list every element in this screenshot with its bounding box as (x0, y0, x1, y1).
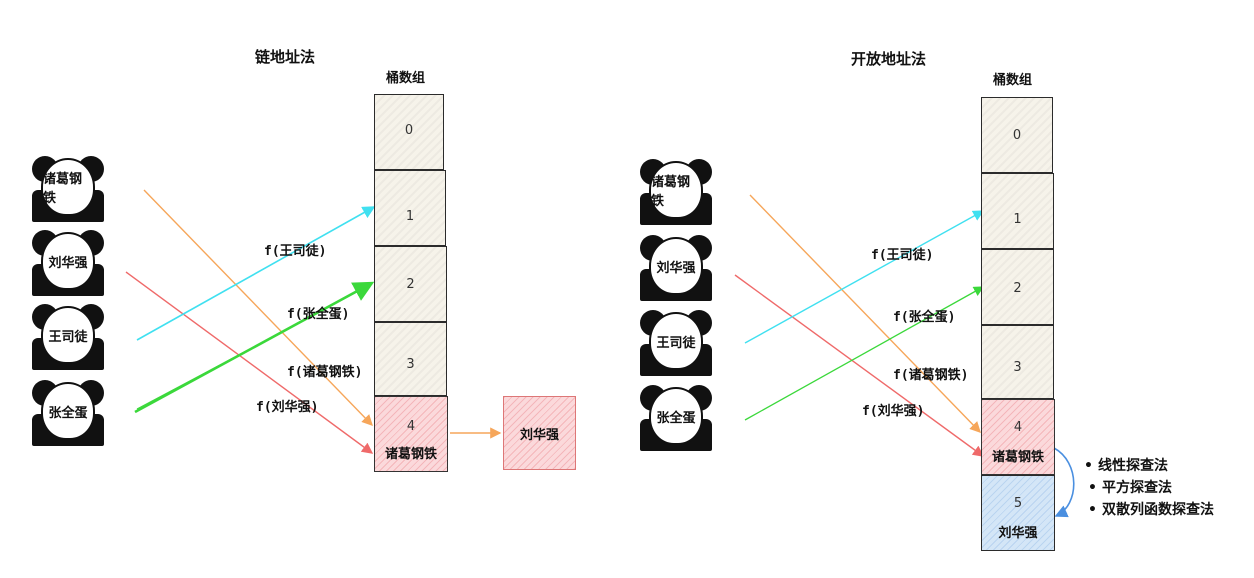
bucket-index: 5 (1013, 496, 1023, 511)
left-bucket-1: 1 (374, 170, 446, 246)
left-bucket-2: 2 (374, 246, 447, 322)
left-flabel-wang: f(王司徒) (264, 244, 327, 259)
probe-method-item: •线性探查法 (1084, 458, 1168, 474)
right-flabel-liu: f(刘华强) (862, 404, 925, 419)
right-panda-wang: 王司徒 (640, 308, 712, 376)
bucket-value: 诸葛钢铁 (991, 450, 1044, 465)
panda-label: 王司徒 (649, 312, 703, 370)
panda-label: 张全蛋 (649, 387, 703, 445)
right-arrow-wang (744, 210, 985, 344)
probe-arc (1053, 447, 1075, 518)
probe-method-item: •双散列函数探查法 (1088, 502, 1214, 518)
bucket-index: 1 (1013, 212, 1022, 227)
left-flabel-zhuge: f(诸葛钢铁) (287, 365, 363, 380)
left-bucket-0: 0 (374, 94, 444, 170)
left-panda-liu: 刘华强 (32, 228, 104, 296)
right-arrow-zhang (744, 286, 985, 421)
chain-node: 刘华强 (503, 396, 576, 470)
right-bucket-4: 4 诸葛钢铁 (981, 399, 1055, 475)
left-panda-zhuge: 诸葛钢铁 (32, 154, 104, 222)
panda-label: 张全蛋 (41, 382, 95, 440)
bucket-index: 1 (405, 209, 415, 224)
right-bucket-label: 桶数组 (993, 73, 1033, 88)
right-flabel-zhuge: f(诸葛钢铁) (893, 368, 969, 383)
probe-method-label: 双散列函数探查法 (1102, 502, 1214, 518)
right-bucket-1: 1 (981, 173, 1054, 249)
right-arrow-zhuge (749, 194, 981, 434)
right-title: 开放地址法 (851, 50, 927, 68)
panda-label: 刘华强 (41, 232, 95, 290)
bucket-index: 0 (404, 123, 414, 138)
right-panda-liu: 刘华强 (640, 233, 712, 301)
probe-method-label: 线性探查法 (1098, 458, 1168, 474)
bucket-index: 3 (1013, 360, 1022, 375)
bucket-index: 2 (1013, 281, 1022, 296)
left-arrow-liu (125, 271, 374, 454)
probe-method-label: 平方探查法 (1102, 480, 1172, 496)
bucket-value: 刘华强 (998, 526, 1038, 541)
right-bucket-2: 2 (981, 249, 1054, 325)
probe-method-item: •平方探查法 (1088, 480, 1172, 496)
panda-label: 刘华强 (649, 237, 703, 295)
left-bucket-3: 3 (374, 322, 447, 396)
left-arrow-zhuge (143, 189, 373, 427)
bucket-index: 4 (406, 419, 416, 434)
left-panda-wang: 王司徒 (32, 302, 104, 370)
right-flabel-zhang: f(张全蛋) (893, 310, 956, 325)
left-arrow-wang (136, 206, 376, 341)
right-bucket-3: 3 (981, 325, 1054, 399)
probe-methods-list: •线性探查法 •平方探查法 •双散列函数探查法 (1084, 455, 1214, 521)
right-arrow-liu (734, 274, 985, 457)
bucket-index: 2 (406, 277, 415, 292)
bucket-index: 4 (1013, 420, 1023, 435)
left-flabel-liu: f(刘华强) (256, 400, 319, 415)
panda-label: 诸葛钢铁 (41, 158, 95, 216)
panda-label: 王司徒 (41, 306, 95, 364)
left-panda-zhang: 张全蛋 (32, 378, 104, 446)
bucket-index: 3 (406, 357, 415, 372)
left-flabel-zhang: f(张全蛋) (287, 307, 350, 322)
right-flabel-wang: f(王司徒) (871, 248, 934, 263)
bucket-index: 0 (1012, 128, 1022, 143)
right-panda-zhuge: 诸葛钢铁 (640, 157, 712, 225)
right-bucket-0: 0 (981, 97, 1053, 173)
left-bucket-4: 4 诸葛钢铁 (374, 396, 448, 472)
right-bucket-5: 5 刘华强 (981, 475, 1055, 551)
left-bucket-label: 桶数组 (386, 71, 426, 86)
left-title: 链地址法 (255, 48, 316, 66)
right-panda-zhang: 张全蛋 (640, 383, 712, 451)
bucket-value: 诸葛钢铁 (384, 447, 437, 462)
panda-label: 诸葛钢铁 (649, 161, 703, 219)
